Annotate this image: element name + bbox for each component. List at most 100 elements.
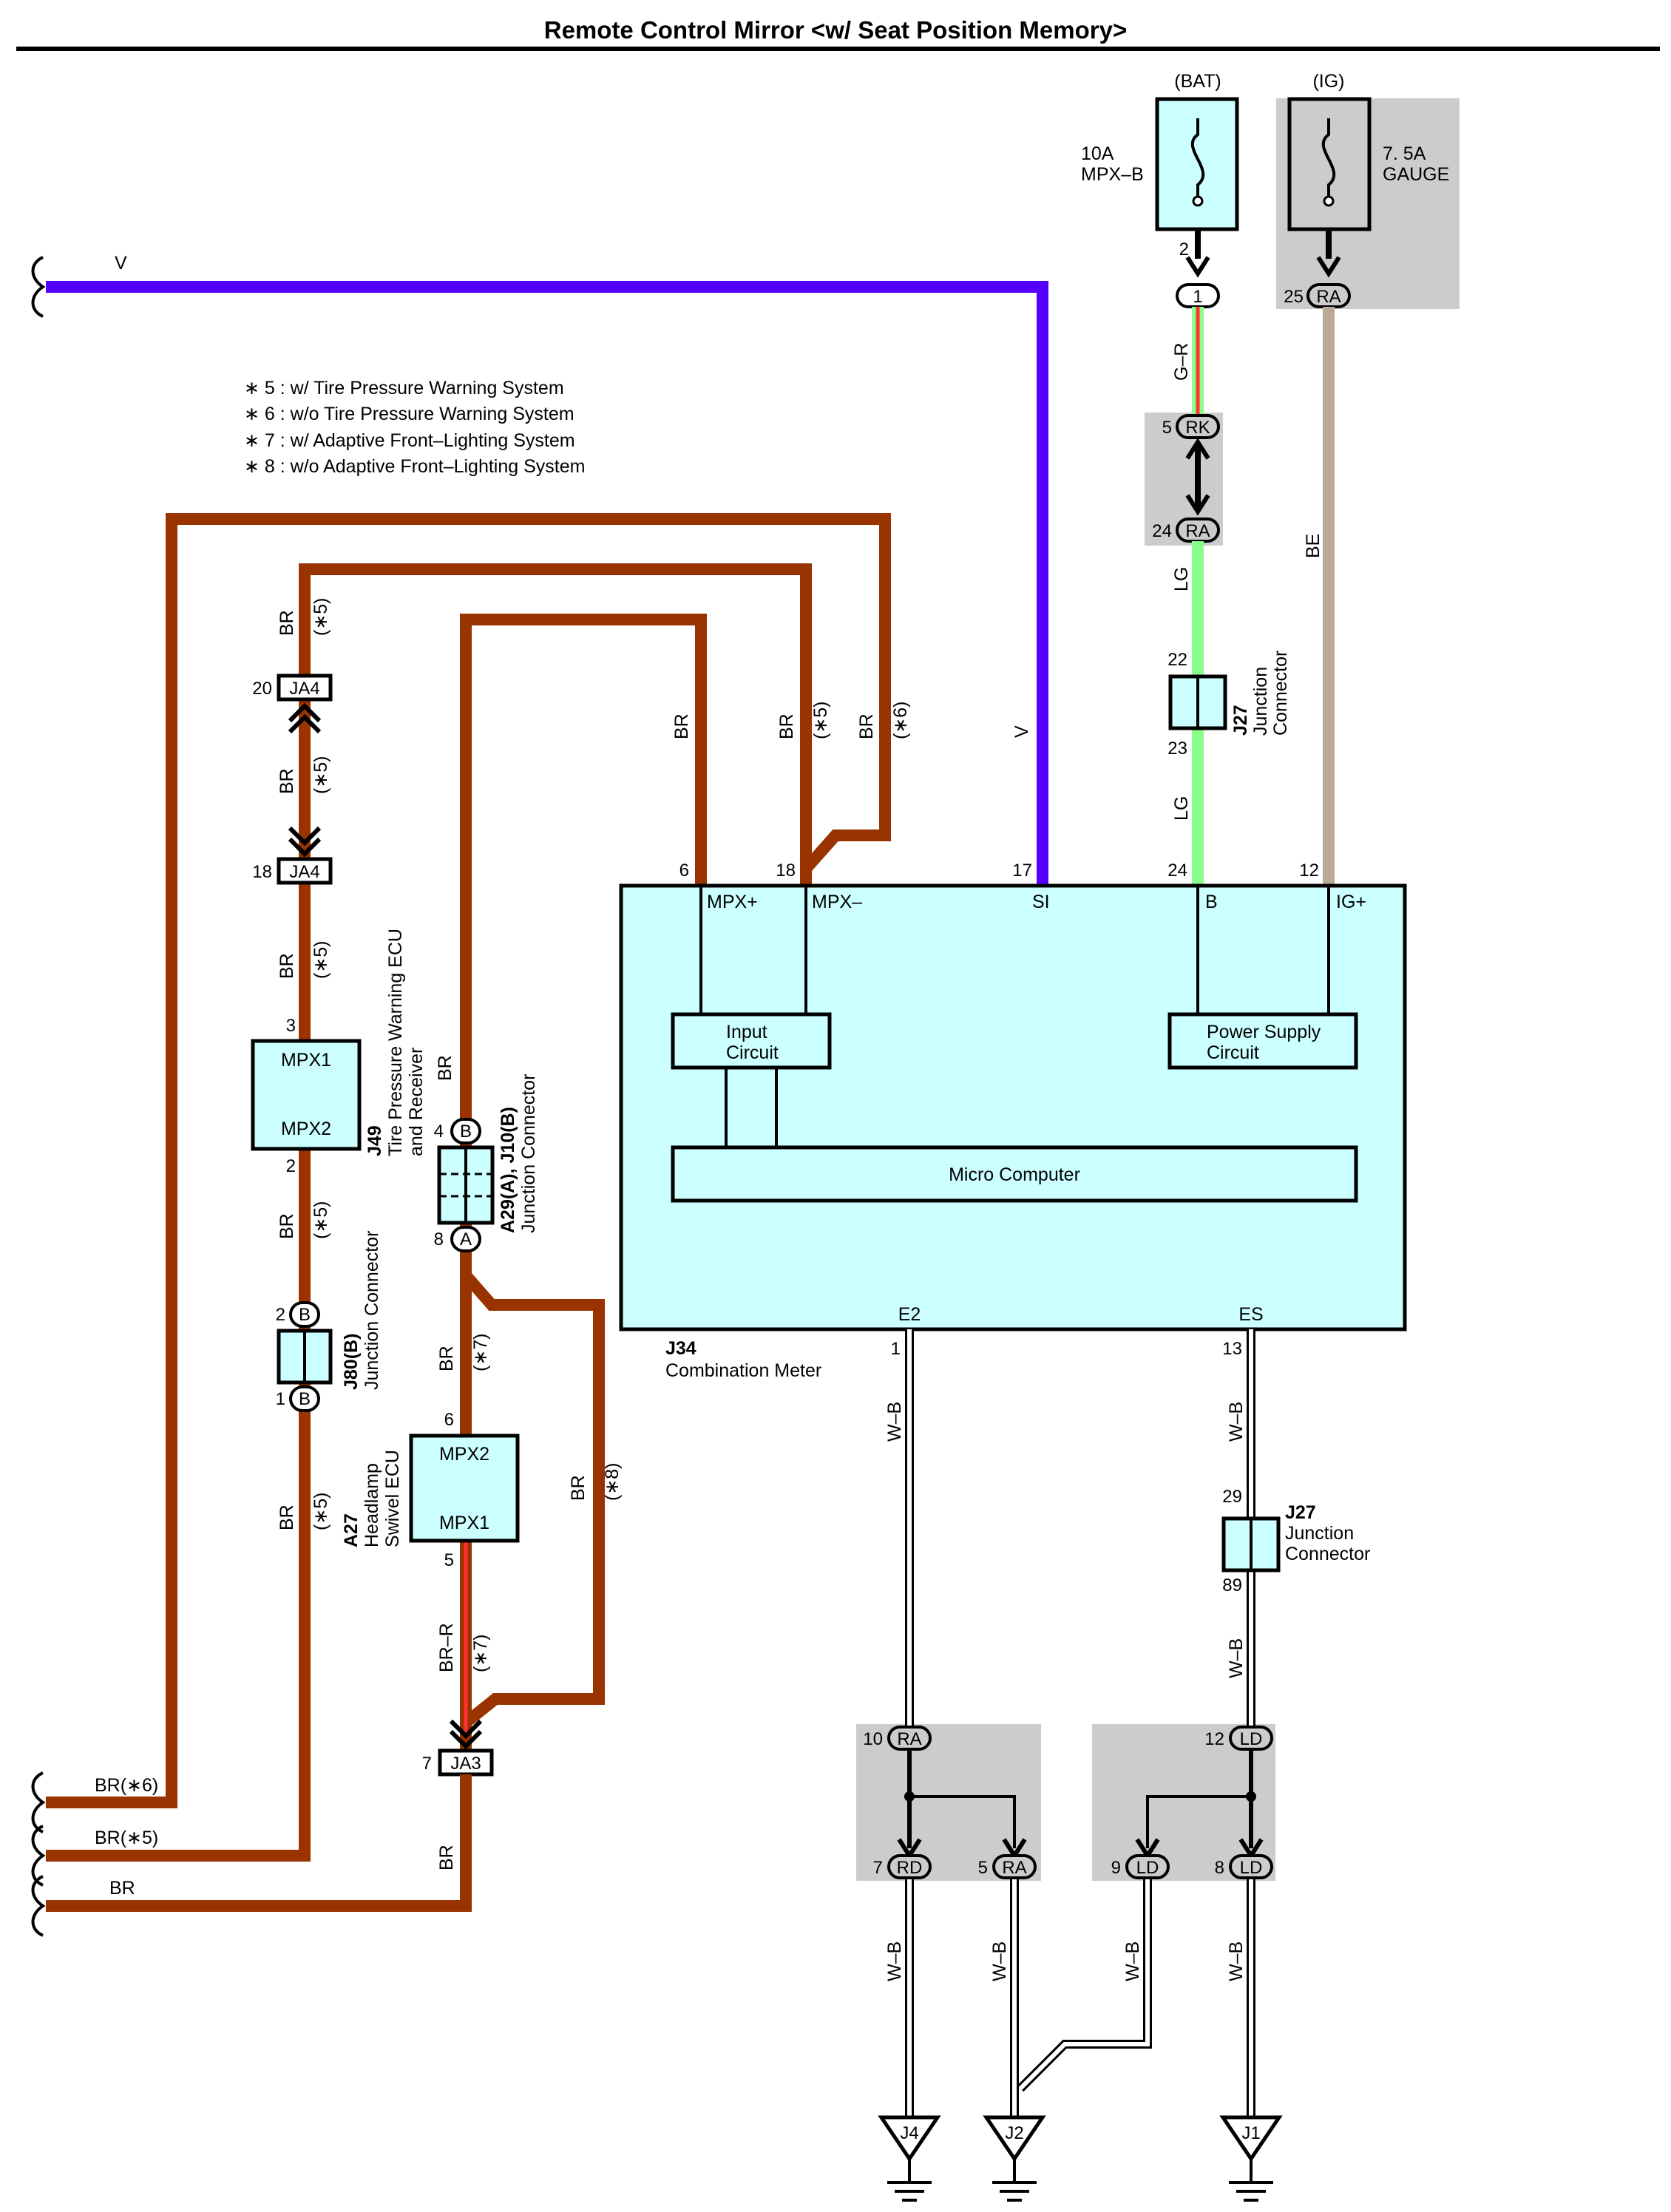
wire-br-8 xyxy=(461,1271,605,1728)
fuse-mpx-b-name: MPX–B xyxy=(1081,164,1144,185)
note-7: ∗ 7 : w/ Adaptive Front–Lighting System xyxy=(244,430,575,451)
pin-7-rd: 7 xyxy=(873,1858,883,1878)
wire-label-be: BE xyxy=(1303,534,1323,558)
ld-left-oval xyxy=(1125,1854,1170,1879)
pin-24-ra: 24 xyxy=(1152,521,1172,541)
pin-24-b: 24 xyxy=(1167,861,1187,881)
wire-label-s8: (∗8) xyxy=(602,1462,623,1501)
wire-v xyxy=(46,281,1048,886)
j80-b-top: B xyxy=(299,1305,311,1325)
note-8: ∗ 8 : w/o Adaptive Front–Lighting System xyxy=(244,456,585,477)
pin-7-ja3: 7 xyxy=(422,1754,432,1774)
wire-label-br-s7: BR xyxy=(436,1346,457,1371)
ig-label: (IG) xyxy=(1312,71,1344,92)
terminal-ig-plus: IG+ xyxy=(1336,892,1366,912)
ja3-arrow xyxy=(449,1719,483,1750)
ja4-bottom-box xyxy=(277,857,333,885)
wire-label-gr: G–R xyxy=(1171,343,1192,381)
ja4-bottom-arrow xyxy=(288,826,322,858)
input-circuit-2: Circuit xyxy=(726,1042,779,1063)
a29-code: A29(A), J10(B) xyxy=(498,1107,518,1233)
fuse-mpx-b-arrow xyxy=(1185,256,1210,278)
wire-label-s5-j5: (∗5) xyxy=(311,1492,331,1530)
ra-arrow xyxy=(1185,494,1210,516)
a29-name: Junction Connector xyxy=(518,1074,539,1233)
ld-top: LD xyxy=(1240,1729,1263,1749)
wire-label-wb-es: W–B xyxy=(1226,1402,1247,1442)
ld-left: LD xyxy=(1136,1858,1159,1878)
pin-2-j49: 2 xyxy=(286,1156,296,1176)
pin-6-a27: 6 xyxy=(444,1410,454,1430)
a29-b: B xyxy=(460,1122,472,1141)
ld-splice-branch xyxy=(1146,1795,1251,1848)
wire-label-s7: (∗7) xyxy=(470,1333,491,1371)
pin-5-a27: 5 xyxy=(444,1550,454,1570)
rk-arrow xyxy=(1185,438,1210,460)
pin-25: 25 xyxy=(1284,287,1304,307)
rd: RD xyxy=(897,1858,923,1878)
connector-ra-lg: RA xyxy=(1185,521,1210,541)
terminal-si: SI xyxy=(1032,892,1050,912)
wire-label-lg-2: LG xyxy=(1171,796,1192,821)
pin-89: 89 xyxy=(1222,1575,1242,1595)
diagram-title: Remote Control Mirror <w/ Seat Position … xyxy=(544,16,1127,44)
a27-name-2: Swivel ECU xyxy=(382,1450,403,1547)
ra-bottom: RA xyxy=(1002,1858,1026,1878)
pin-8-ld: 8 xyxy=(1215,1858,1224,1878)
pin-2-j80: 2 xyxy=(276,1305,285,1325)
rd-oval xyxy=(887,1854,932,1879)
pin-8-a29: 8 xyxy=(434,1229,444,1249)
note-5: ∗ 5 : w/ Tire Pressure Warning System xyxy=(244,378,564,398)
wire-label-s7-br-r: (∗7) xyxy=(470,1634,491,1672)
ja4-bottom: JA4 xyxy=(289,862,319,882)
pin-3: 3 xyxy=(286,1016,296,1036)
wire-br xyxy=(46,614,707,1912)
wire-label-s6-outer: (∗6) xyxy=(890,701,911,739)
wire-label-s5-j4: (∗5) xyxy=(311,1201,331,1239)
j27-top-name-1: Junction xyxy=(1250,667,1271,736)
bat-label: (BAT) xyxy=(1174,71,1221,92)
wire-label-s5-j3: (∗5) xyxy=(311,940,331,979)
j27-top-code: J27 xyxy=(1230,705,1251,736)
wire-label-br-j3: BR xyxy=(277,953,297,979)
wire-break-br6 xyxy=(31,1771,46,1833)
j49-name-1: Tire Pressure Warning ECU xyxy=(385,929,406,1156)
wire-label-br-s8: BR xyxy=(568,1475,589,1501)
ground-j1-triangle xyxy=(1219,2115,1283,2162)
meter-code: J34 xyxy=(665,1338,696,1359)
pin-29: 29 xyxy=(1222,1487,1242,1507)
ground-j1-label: J1 xyxy=(1241,2123,1260,2143)
terminal-mpx-minus: MPX– xyxy=(812,892,862,912)
ld-right-oval xyxy=(1229,1854,1273,1879)
wire-label-br-j4: BR xyxy=(277,1213,297,1239)
ja3-box xyxy=(438,1748,494,1777)
pin-12-ld: 12 xyxy=(1204,1729,1224,1749)
j49-code: J49 xyxy=(365,1125,385,1156)
pin-2-bat: 2 xyxy=(1179,240,1189,259)
wire-break-v xyxy=(31,256,46,318)
wire-br-5 xyxy=(46,563,812,1862)
pin-5-rk: 5 xyxy=(1162,418,1172,438)
input-circuit-1: Input xyxy=(726,1022,767,1042)
fuse-gauge-rating: 7. 5A xyxy=(1383,143,1426,164)
fuse-mpx-b-terminal xyxy=(1192,195,1204,207)
a27-code: A27 xyxy=(341,1513,362,1547)
pin-20: 20 xyxy=(252,679,272,699)
connector-ra-ig: RA xyxy=(1316,287,1340,307)
pin-6: 6 xyxy=(679,861,689,881)
pin-1-e2: 1 xyxy=(891,1339,901,1359)
a29-b-oval xyxy=(450,1118,481,1144)
ra-top: RA xyxy=(897,1729,921,1749)
input-circuit xyxy=(671,1012,832,1070)
fuse-mpx-b-rating: 10A xyxy=(1081,143,1114,164)
wire-label-br-ja3: BR xyxy=(436,1845,457,1870)
pin-23: 23 xyxy=(1167,739,1187,759)
j80-b-bottom-oval xyxy=(289,1385,320,1412)
terminal-b: B xyxy=(1205,892,1218,912)
notes: ∗ 5 : w/ Tire Pressure Warning System ∗ … xyxy=(244,378,585,477)
pin-17: 17 xyxy=(1012,861,1032,881)
wire-label-br-j2: BR xyxy=(277,768,297,794)
wire-label-wb-j2: W–B xyxy=(989,1941,1010,1981)
j80-b-bottom: B xyxy=(299,1389,311,1409)
